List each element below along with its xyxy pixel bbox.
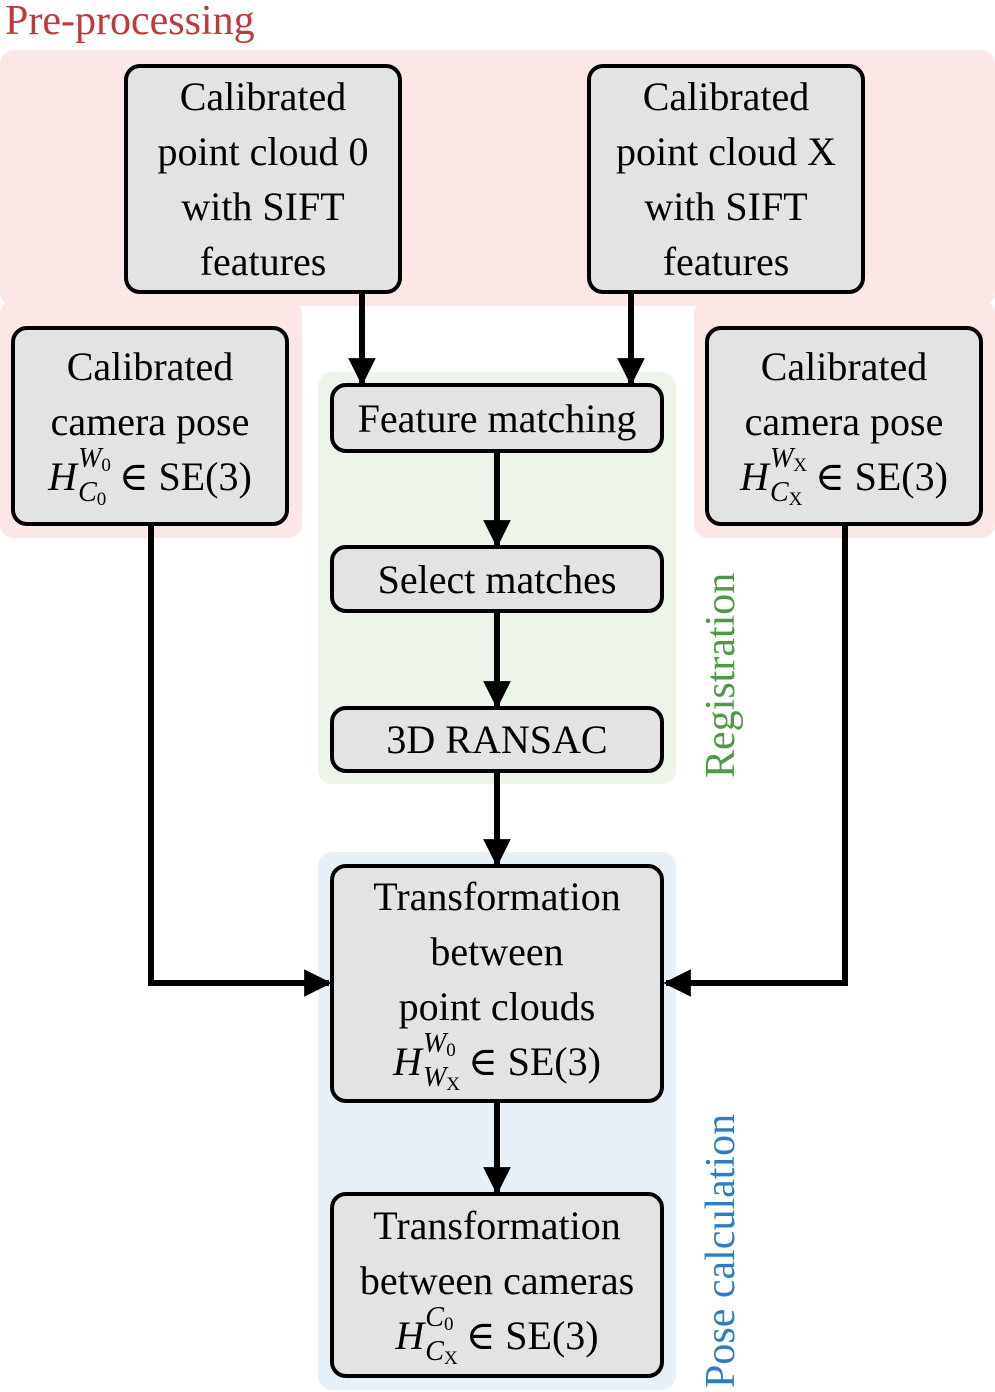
node-text-line: point cloud X: [616, 129, 836, 174]
node-text-line: Calibrated: [66, 344, 234, 389]
select-matches-node: Select matches: [330, 545, 664, 613]
node-text-line: Transformation: [373, 874, 621, 919]
node-text-line: Feature matching: [357, 395, 637, 441]
node-text-line: Calibrated: [642, 74, 810, 119]
feature-matching-node: Feature matching: [330, 383, 664, 453]
node-text-line: Calibrated: [760, 344, 928, 389]
node-text-line: camera pose: [744, 399, 944, 444]
node-text-line: with SIFT: [644, 184, 808, 229]
node-text-line: Select matches: [377, 556, 617, 602]
calibrated-point-cloud-x-node: Calibrated point cloud X with SIFT featu…: [587, 64, 865, 294]
arrow-poseX-to-transform: [663, 525, 848, 997]
arrow-pose0-to-transform: [148, 525, 332, 997]
calibrated-point-cloud-0-node: Calibrated point cloud 0 with SIFT featu…: [124, 64, 402, 294]
ransac-node: 3D RANSAC: [330, 706, 664, 773]
node-text-line: Transformation: [373, 1203, 621, 1248]
node-text-line: Calibrated: [179, 74, 347, 119]
node-text-line: point cloud 0: [157, 129, 369, 174]
node-text-line: features: [199, 239, 327, 284]
node-text-line: 3D RANSAC: [386, 717, 608, 762]
preprocessing-label: Pre-processing: [5, 0, 255, 44]
node-text-line: features: [662, 239, 790, 284]
node-text-line: point clouds: [398, 984, 596, 1029]
node-text-line: between cameras: [359, 1258, 635, 1303]
node-text-line: camera pose: [50, 399, 250, 444]
node-text-line: between: [430, 929, 564, 974]
node-text-line: with SIFT: [181, 184, 345, 229]
